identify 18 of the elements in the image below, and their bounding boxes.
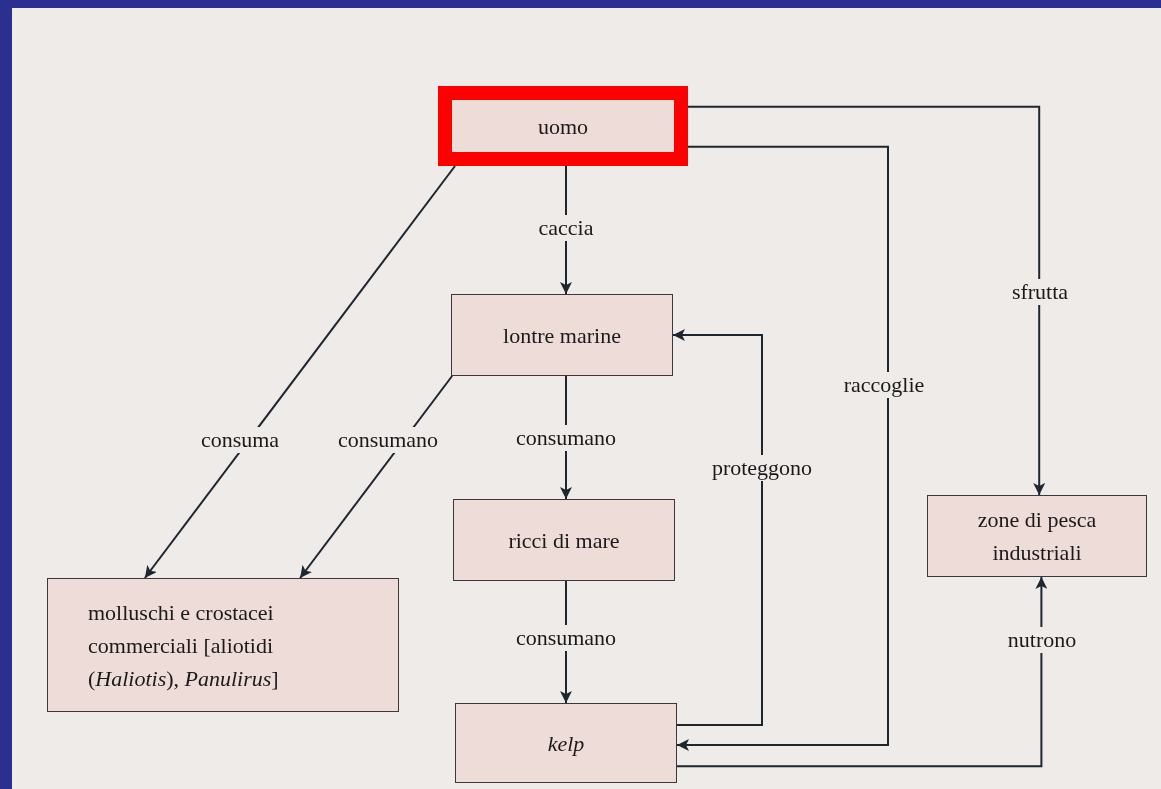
arrow bbox=[299, 375, 454, 579]
process-box bbox=[47, 578, 399, 712]
node-text: uomo bbox=[537, 112, 589, 141]
arrow bbox=[143, 165, 456, 579]
node-text: kelp bbox=[547, 729, 585, 758]
node-text: ricci di mare bbox=[508, 526, 620, 555]
process-box bbox=[455, 703, 677, 783]
arrow bbox=[687, 105, 1046, 496]
node-text: zone di pesca industriali bbox=[976, 506, 1098, 567]
process-box bbox=[927, 495, 1147, 577]
highlighted-box bbox=[438, 86, 688, 166]
arrow bbox=[676, 145, 889, 751]
node-text: molluschi e crostacei commerciali [aliotidi (Haliotis), Panulirus] bbox=[88, 598, 280, 693]
process-box bbox=[451, 294, 673, 376]
arrow bbox=[672, 329, 763, 726]
process-box bbox=[453, 499, 675, 581]
arrow bbox=[676, 576, 1048, 768]
node-text: lontre marine bbox=[503, 321, 621, 350]
